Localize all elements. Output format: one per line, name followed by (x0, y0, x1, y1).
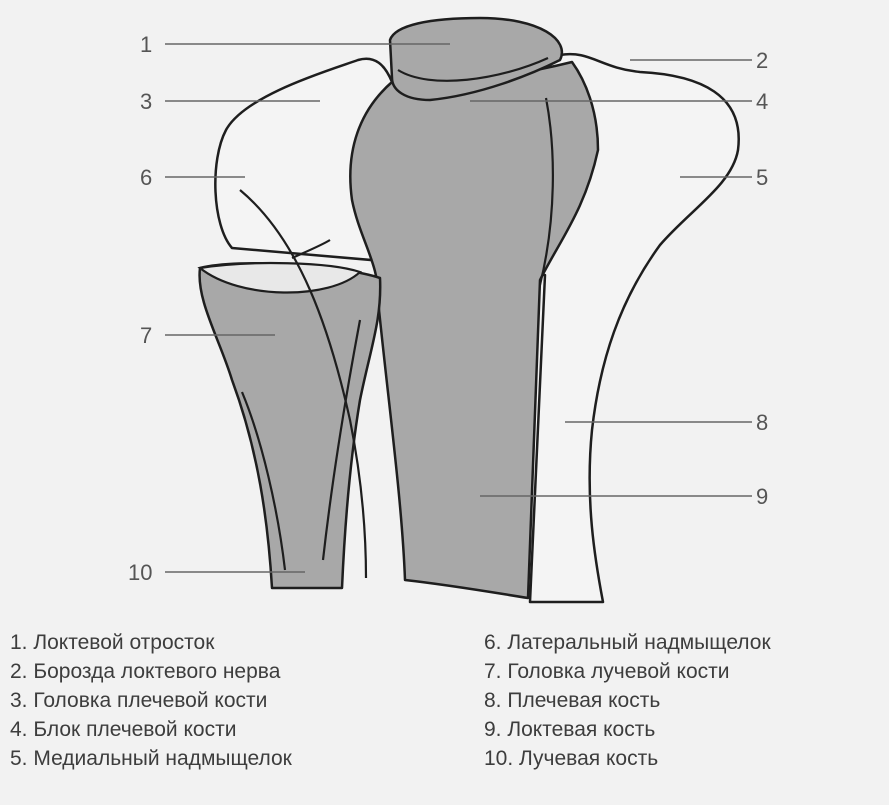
elbow-joint-diagram: 1 2 3 4 5 6 7 8 9 10 (128, 16, 768, 604)
legend-entry-5: 5. Медиальный надмыщелок (10, 747, 292, 770)
humerus-shape (214, 52, 740, 604)
lateral-epicondyle-line (239, 189, 368, 579)
radius-inner-line-right (321, 319, 362, 561)
callout-10: 10 (128, 560, 152, 585)
legend-entry-3: 3. Головка плечевой кости (10, 689, 268, 712)
legend-entry-10: 10. Лучевая кость (484, 747, 659, 770)
callout-3: 3 (140, 89, 152, 114)
legend-entry-2: 2. Борозда локтевого нерва (10, 660, 281, 683)
callout-4: 4 (756, 89, 768, 114)
legend-column-left: 1. Локтевой отросток 2. Борозда локтевог… (10, 628, 292, 773)
legend-entry-4: 4. Блок плечевой кости (10, 718, 237, 741)
legend-entry-9: 9. Локтевая кость (484, 718, 656, 741)
callout-2: 2 (756, 48, 768, 73)
legend-entry-1: 1. Локтевой отросток (10, 631, 215, 654)
leader-lines (165, 43, 752, 573)
ulna-ridge-line (538, 97, 554, 286)
radius-shape (198, 262, 382, 590)
callout-6: 6 (140, 165, 152, 190)
callout-9: 9 (756, 484, 768, 509)
capitulum-edge-line (291, 239, 331, 260)
callout-8: 8 (756, 410, 768, 435)
legend-column-right: 6. Латеральный надмыщелок 7. Головка луч… (484, 628, 771, 773)
legend-entry-6: 6. Латеральный надмыщелок (484, 631, 771, 654)
legend-entry-7: 7. Головка лучевой кости (484, 660, 730, 683)
ulna-shape (349, 60, 600, 600)
radius-inner-line-left (240, 391, 287, 571)
radial-head-facet (197, 261, 363, 294)
callout-5: 5 (756, 165, 768, 190)
callout-1: 1 (140, 32, 152, 57)
callout-7: 7 (140, 323, 152, 348)
olecranon-groove-line (397, 56, 549, 82)
legend-entry-8: 8. Плечевая кость (484, 689, 661, 712)
